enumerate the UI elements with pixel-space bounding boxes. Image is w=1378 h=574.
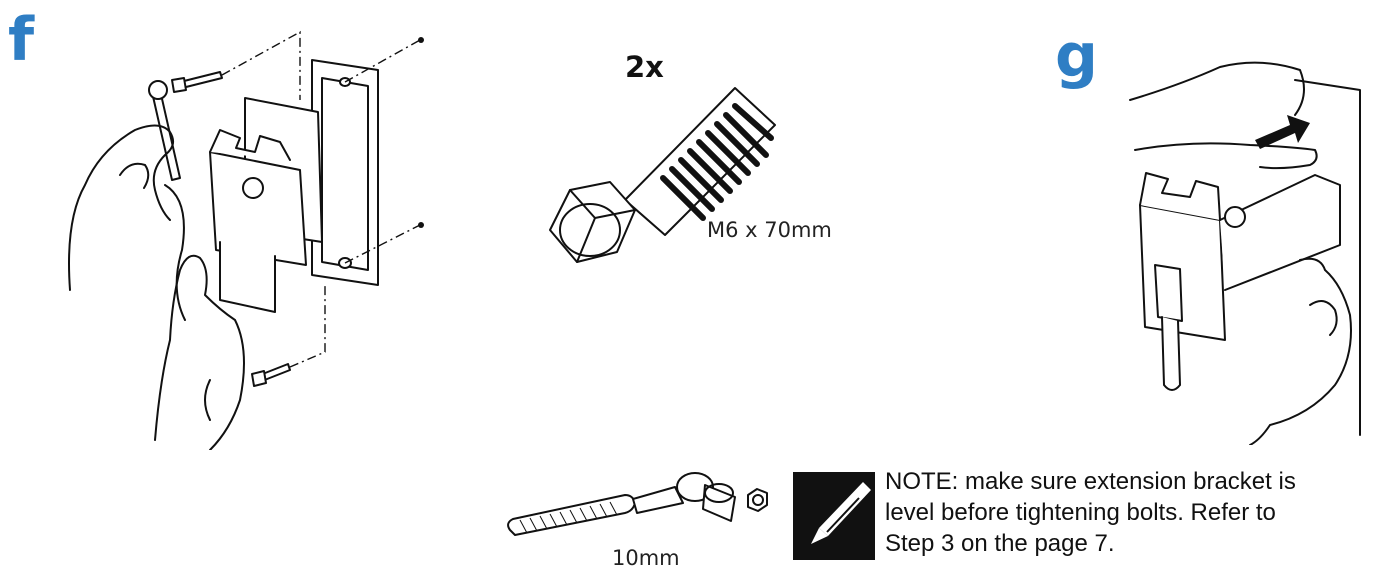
step-f-letter: f (8, 5, 35, 75)
hex-key-tool (148, 80, 181, 181)
bracket-body (164, 97, 323, 321)
step-g-illustration (1129, 61, 1361, 445)
hex-nut-icon (747, 488, 768, 512)
mounting-bolt-top (171, 71, 223, 93)
hex-bolt-icon (549, 87, 776, 263)
bolt-size-label: M6 x 70mm (707, 218, 832, 242)
step-g-letter: g (1055, 21, 1098, 91)
extension-bracket (1139, 172, 1341, 391)
tool-size-label: 10mm (612, 546, 680, 570)
arrow-right-icon (1255, 115, 1310, 149)
step-f-illustration (68, 30, 424, 450)
note-text: NOTE: make sure extension bracket is lev… (885, 468, 1296, 557)
bolt-quantity: 2x (625, 50, 664, 84)
hands (68, 124, 245, 450)
mounting-bolt-bottom (251, 363, 291, 387)
hands (1129, 61, 1352, 445)
pencil-note-icon (793, 472, 875, 560)
wrench-icon (507, 472, 768, 536)
